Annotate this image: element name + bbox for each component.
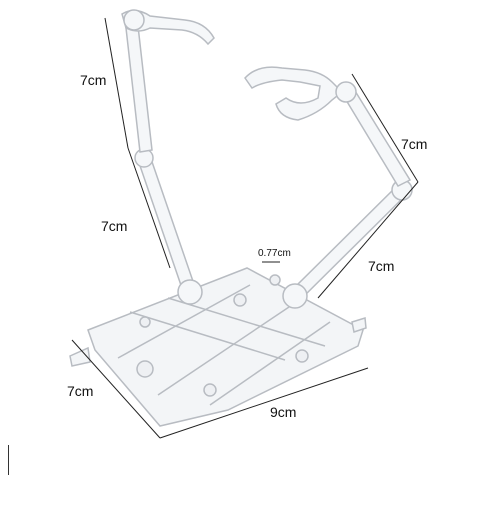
lower-left-arm-label: 7cm (101, 218, 128, 234)
base-plate (69, 267, 367, 427)
right-arm-lower (282, 179, 413, 309)
lower-right-arm-label: 7cm (368, 258, 395, 274)
base-length-label: 9cm (270, 404, 297, 420)
right-arm-upper (244, 66, 412, 187)
dim-line-lower-right (317, 181, 419, 299)
upper-right-arm-label: 7cm (401, 136, 428, 152)
left-arm-upper (121, 9, 215, 153)
dim-line-upper-right (351, 73, 419, 183)
base-side-label: 7cm (67, 383, 94, 399)
dim-line-base-side (71, 339, 161, 439)
dimension-lines (71, 17, 419, 439)
upper-left-arm-label: 7cm (80, 72, 107, 88)
edge-mark (8, 445, 9, 475)
dim-line-lower-left (127, 147, 171, 269)
left-arm-lower (134, 148, 203, 305)
dim-line-upper-left (104, 17, 129, 149)
joint-diameter-label: 0.77cm (258, 248, 291, 259)
dim-line-base-length (159, 367, 369, 439)
